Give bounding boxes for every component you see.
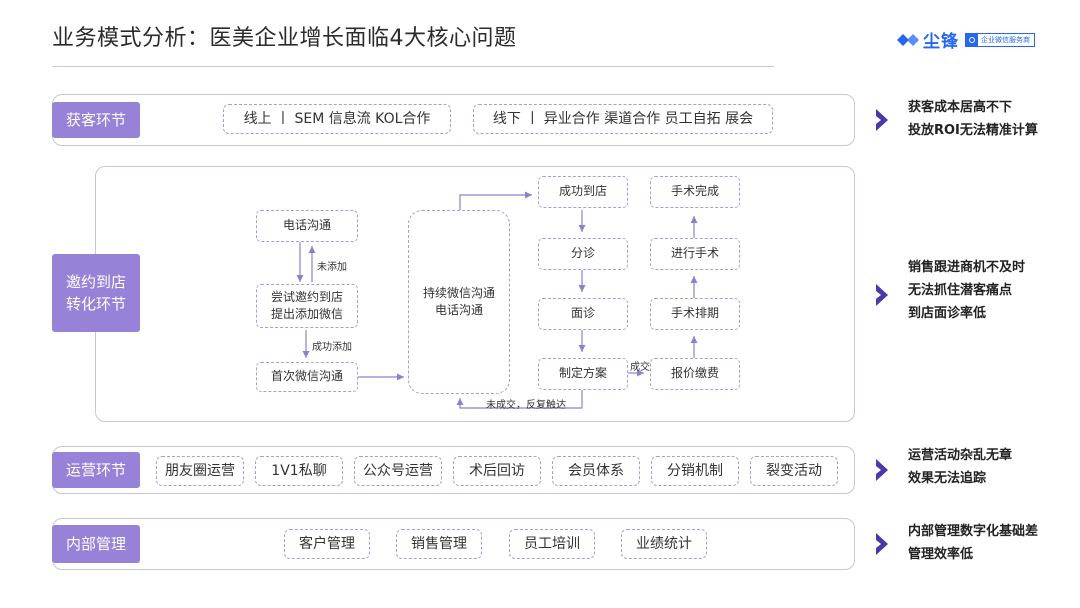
- brand-name: 尘锋: [923, 32, 959, 52]
- management-issues: 内部管理数字化基础差 管理效率低: [908, 520, 1038, 566]
- management-item: 客户管理: [284, 529, 370, 559]
- step-text: 持续微信沟通: [422, 285, 495, 300]
- conversion-label-line: 邀约到店: [65, 272, 126, 291]
- step-text: 提出添加微信: [270, 307, 343, 321]
- brand-tagline-badge: 企业微信服务商: [965, 32, 1035, 47]
- operations-item: 分销机制: [651, 456, 739, 486]
- operations-item: 朋友圈运营: [156, 456, 244, 486]
- note-added: 成功添加: [312, 342, 352, 353]
- page-title: 业务模式分析：医美企业增长面临4大核心问题: [52, 26, 517, 51]
- acquisition-label: 获客环节: [52, 102, 140, 138]
- step-first-wechat: 首次微信沟通: [256, 362, 358, 392]
- management-label: 内部管理: [52, 525, 140, 563]
- offline-channels: 线下 丨 异业合作 渠道合作 员工自拓 展会: [473, 104, 773, 134]
- issue-text: 运营活动杂乱无章: [908, 448, 1013, 463]
- management-item: 员工培训: [509, 529, 595, 559]
- title-divider: [52, 66, 774, 67]
- chevron-right-icon: [876, 459, 888, 481]
- brand-tagline: 企业微信服务商: [981, 35, 1030, 44]
- step-plan: 制定方案: [538, 358, 628, 390]
- note-deal: 成交: [630, 362, 650, 373]
- step-triage: 分诊: [538, 238, 628, 270]
- step-done: 手术完成: [650, 176, 740, 208]
- step-try-invite: 尝试邀约到店 提出添加微信: [256, 284, 358, 328]
- operations-item: 裂变活动: [750, 456, 838, 486]
- step-continuous: 持续微信沟通 电话沟通: [408, 210, 510, 394]
- conversion-issues: 销售跟进商机不及时 无法抓住潜客痛点 到店面诊率低: [908, 256, 1025, 325]
- operations-item: 术后回访: [453, 456, 541, 486]
- chevron-right-icon: [876, 284, 888, 306]
- step-schedule: 手术排期: [650, 298, 740, 330]
- step-arrive: 成功到店: [538, 176, 628, 208]
- conversion-label-line: 转化环节: [65, 295, 126, 313]
- issue-text: 无法抓住潜客痛点: [908, 283, 1013, 298]
- management-item: 销售管理: [396, 529, 482, 559]
- online-channels: 线上 丨 SEM 信息流 KOL合作: [223, 104, 451, 134]
- chevron-right-icon: [876, 109, 888, 131]
- management-item: 业绩统计: [621, 529, 707, 559]
- step-consult: 面诊: [538, 298, 628, 330]
- operations-label: 运营环节: [52, 452, 140, 488]
- step-text: 电话沟通: [434, 303, 483, 317]
- issue-text: 内部管理数字化基础差: [908, 524, 1039, 539]
- note-not-added: 未添加: [317, 262, 347, 273]
- issue-text: 获客成本居高不下: [908, 100, 1013, 115]
- step-phone: 电话沟通: [256, 210, 358, 242]
- operations-issues: 运营活动杂乱无章 效果无法追踪: [908, 444, 1012, 490]
- step-text: 尝试邀约到店: [270, 289, 343, 304]
- operations-item: 会员体系: [552, 456, 640, 486]
- operations-item: 公众号运营: [354, 456, 442, 486]
- conversion-label: 邀约到店 转化环节: [52, 254, 140, 332]
- step-quote: 报价缴费: [650, 358, 740, 390]
- step-surgery: 进行手术: [650, 238, 740, 270]
- issue-text: 效果无法追踪: [908, 471, 987, 486]
- issue-text: 销售跟进商机不及时: [908, 260, 1026, 275]
- operations-item: 1V1私聊: [255, 456, 343, 486]
- search-icon: [966, 33, 978, 46]
- issue-text: 投放ROI无法精准计算: [908, 123, 1038, 138]
- issue-text: 到店面诊率低: [908, 306, 987, 321]
- issue-text: 管理效率低: [908, 547, 974, 562]
- note-not-deal: 未成交，反复触达: [486, 400, 566, 411]
- brand-logo: 尘锋 企业微信服务商: [896, 27, 1035, 52]
- brand-logo-icon: [897, 33, 919, 46]
- chevron-right-icon: [876, 533, 888, 555]
- acquisition-issues: 获客成本居高不下 投放ROI无法精准计算: [908, 96, 1038, 142]
